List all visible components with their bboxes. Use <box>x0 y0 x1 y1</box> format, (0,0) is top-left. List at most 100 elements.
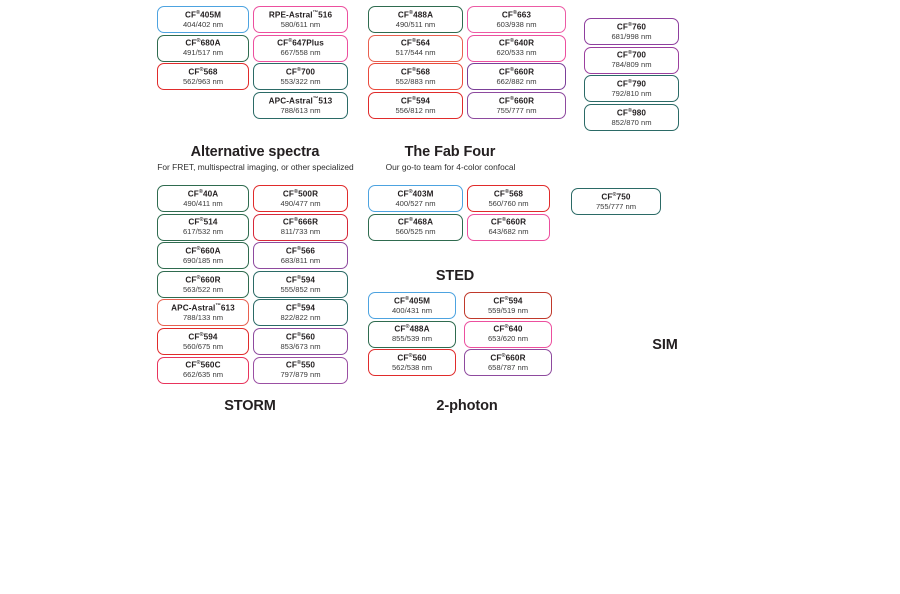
dye-wavelengths: 552/883 nm <box>395 76 436 86</box>
dye-wavelengths: 404/402 nm <box>182 19 224 29</box>
dye-name: CF®488A <box>397 9 434 20</box>
section-title-tirf: SIM <box>652 337 678 353</box>
dye-wavelengths: 853/673 nm <box>280 341 321 351</box>
dye-name: CF®640 <box>493 324 523 335</box>
dye-wavelengths: 560/525 nm <box>395 227 436 237</box>
dye-wavelengths: 690/185 nm <box>182 255 224 265</box>
dye-wavelengths: 617/532 nm <box>182 227 224 237</box>
dye-wavelengths: 490/477 nm <box>280 198 321 208</box>
dye-name: CF®660A <box>185 245 221 256</box>
dye-name: APC-Astral™613 <box>171 303 235 313</box>
dye-name: CF®660R <box>498 95 535 106</box>
dye-wavelengths: 681/998 nm <box>611 31 652 41</box>
dye-wavelengths: 784/809 nm <box>611 60 652 70</box>
dye-name: CF®760 <box>616 21 647 32</box>
dye-name: CF®666R <box>282 217 319 228</box>
dye-wavelengths: 683/811 nm <box>280 255 321 265</box>
dye-name: CF®550 <box>285 360 316 371</box>
dye-name: APC-Astral™513 <box>268 95 333 106</box>
dye-name: CF®660R <box>185 274 221 285</box>
dye-wavelengths: 553/322 nm <box>280 76 321 86</box>
dye-name: CF®560C <box>185 360 221 371</box>
dye-name: CF®560 <box>397 352 427 363</box>
dye-name: CF®594 <box>493 295 523 306</box>
dye-name: CF®594 <box>285 303 316 313</box>
dye-wavelengths: 643/682 nm <box>488 227 529 237</box>
dye-wavelengths: 822/822 nm <box>280 313 321 323</box>
dye-wavelengths: 603/938 nm <box>496 19 537 29</box>
section-title-sim: STORM <box>224 398 276 414</box>
dye-wavelengths: 555/852 nm <box>280 284 321 294</box>
dye-name: CF®568 <box>188 66 218 77</box>
dye-wavelengths: 653/620 nm <box>487 334 529 344</box>
dye-name: CF®405M <box>393 295 431 306</box>
dye-wavelengths: 556/812 nm <box>395 105 436 115</box>
dye-wavelengths: 400/431 nm <box>391 305 433 315</box>
section-title-fab-four: The Fab Four <box>404 144 496 160</box>
dye-wavelengths: 788/133 nm <box>182 313 224 323</box>
dye-wavelengths: 667/558 nm <box>280 48 321 58</box>
dye-name: CF®980 <box>616 107 647 118</box>
section-title-alternative-spectra: Alternative spectra <box>190 144 320 160</box>
dye-name: CF®40A <box>187 188 219 199</box>
dye-wavelengths: 662/882 nm <box>496 76 537 86</box>
dye-wavelengths: 855/539 nm <box>391 334 433 344</box>
dye-wavelengths: 792/810 nm <box>611 88 652 98</box>
dye-wavelengths: 560/675 nm <box>182 341 224 351</box>
dye-name: CF®700 <box>285 66 316 77</box>
dye-wavelengths: 562/538 nm <box>391 362 433 372</box>
dye-name: CF®660R <box>490 217 527 228</box>
dye-name: RPE-Astral™516 <box>268 9 333 20</box>
dye-name: CF®403M <box>397 188 434 199</box>
dye-name: CF®488A <box>394 324 430 335</box>
dye-wavelengths: 658/787 nm <box>487 362 529 372</box>
dye-name: CF®680A <box>185 38 221 49</box>
dye-name: CF®514 <box>188 217 218 228</box>
section-subtitle-fab-four: Our go-to team for 4-color confocal <box>385 162 516 172</box>
